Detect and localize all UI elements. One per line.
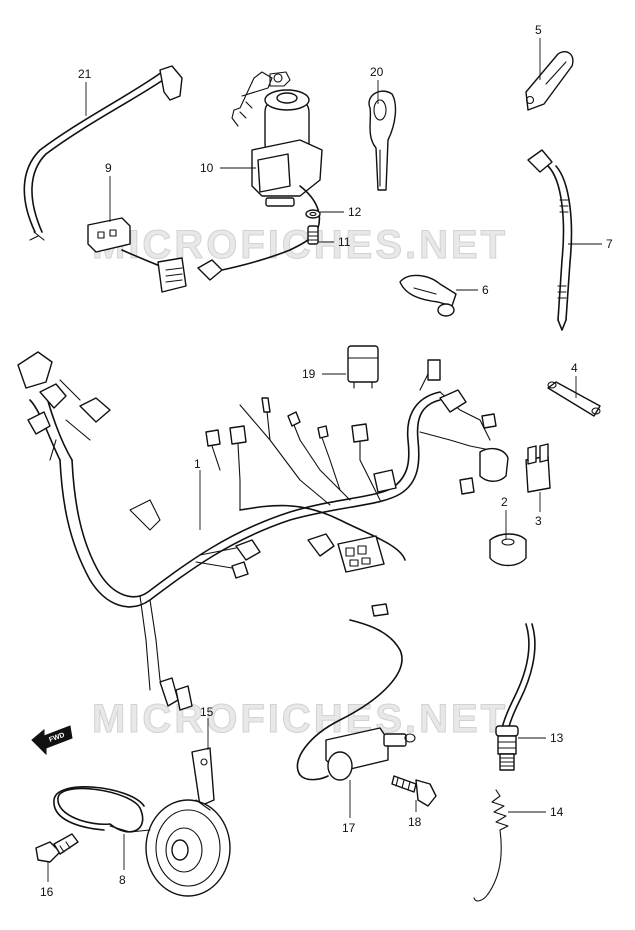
callout-number: 9 [105, 161, 112, 175]
callout-number: 17 [342, 821, 356, 835]
horn-drawing [145, 747, 231, 897]
callout-10: 10 [200, 161, 256, 175]
fuse-cover-drawing [489, 533, 527, 567]
callout-8: 8 [119, 834, 126, 887]
horn-lead-wire-drawing [53, 786, 151, 833]
watermark-lower: MICROFICHES.NET [92, 697, 508, 741]
callout-number: 21 [78, 67, 92, 81]
callout-3: 3 [535, 492, 542, 528]
callout-number: 7 [606, 237, 613, 251]
callout-7: 7 [568, 237, 613, 251]
callout-11: 11 [318, 235, 351, 249]
callout-number: 10 [200, 161, 214, 175]
callout-12: 12 [320, 205, 362, 219]
callout-16: 16 [40, 862, 54, 899]
callout-6: 6 [456, 283, 489, 297]
relay-connector-drawing [87, 217, 187, 293]
callout-2: 2 [501, 495, 508, 540]
callout-number: 15 [200, 705, 214, 719]
callout-15: 15 [200, 705, 214, 750]
callout-1: 1 [194, 457, 201, 530]
callout-number: 8 [119, 873, 126, 887]
cable-tie-drawing [527, 149, 573, 331]
ignition-switch-drawing [197, 71, 323, 281]
callout-17: 17 [342, 780, 356, 835]
callout-number: 4 [571, 361, 578, 375]
oil-pressure-switch-drawing [495, 623, 536, 771]
callout-number: 2 [501, 495, 508, 509]
callout-number: 14 [550, 805, 564, 819]
callout-number: 16 [40, 885, 54, 899]
callout-13: 13 [518, 731, 564, 745]
stop-switch-drawing [296, 603, 416, 781]
callout-19: 19 [302, 367, 346, 381]
fuse-drawing [547, 381, 601, 417]
wiring-harness-drawing [17, 351, 509, 711]
callout-number: 13 [550, 731, 564, 745]
callout-number: 3 [535, 514, 542, 528]
callout-9: 9 [105, 161, 112, 222]
callout-number: 19 [302, 367, 316, 381]
washer-drawing [305, 209, 321, 219]
callout-number: 1 [194, 457, 201, 471]
relay-drawing [347, 345, 379, 389]
callout-4: 4 [571, 361, 578, 398]
harness-lead-drawing [23, 65, 183, 241]
horn-bolt-drawing [35, 833, 79, 863]
callout-number: 5 [535, 23, 542, 37]
clamp-drawing [399, 274, 457, 317]
callout-number: 11 [338, 235, 351, 249]
spring-drawing [473, 789, 509, 902]
callout-5: 5 [535, 23, 542, 80]
forward-arrow-icon: FWD [31, 725, 73, 756]
fuse-holder-drawing [525, 443, 551, 493]
callout-18: 18 [408, 800, 422, 829]
callout-20: 20 [370, 65, 384, 104]
callout-14: 14 [508, 805, 564, 819]
callout-number: 20 [370, 65, 384, 79]
bracket-drawing [525, 50, 574, 111]
callout-21: 21 [78, 67, 92, 116]
callout-number: 6 [482, 283, 489, 297]
bolt-drawing [307, 225, 319, 245]
switch-bolt-drawing [391, 775, 437, 807]
key-drawing [368, 90, 397, 191]
callout-number: 12 [348, 205, 362, 219]
callout-number: 18 [408, 815, 422, 829]
